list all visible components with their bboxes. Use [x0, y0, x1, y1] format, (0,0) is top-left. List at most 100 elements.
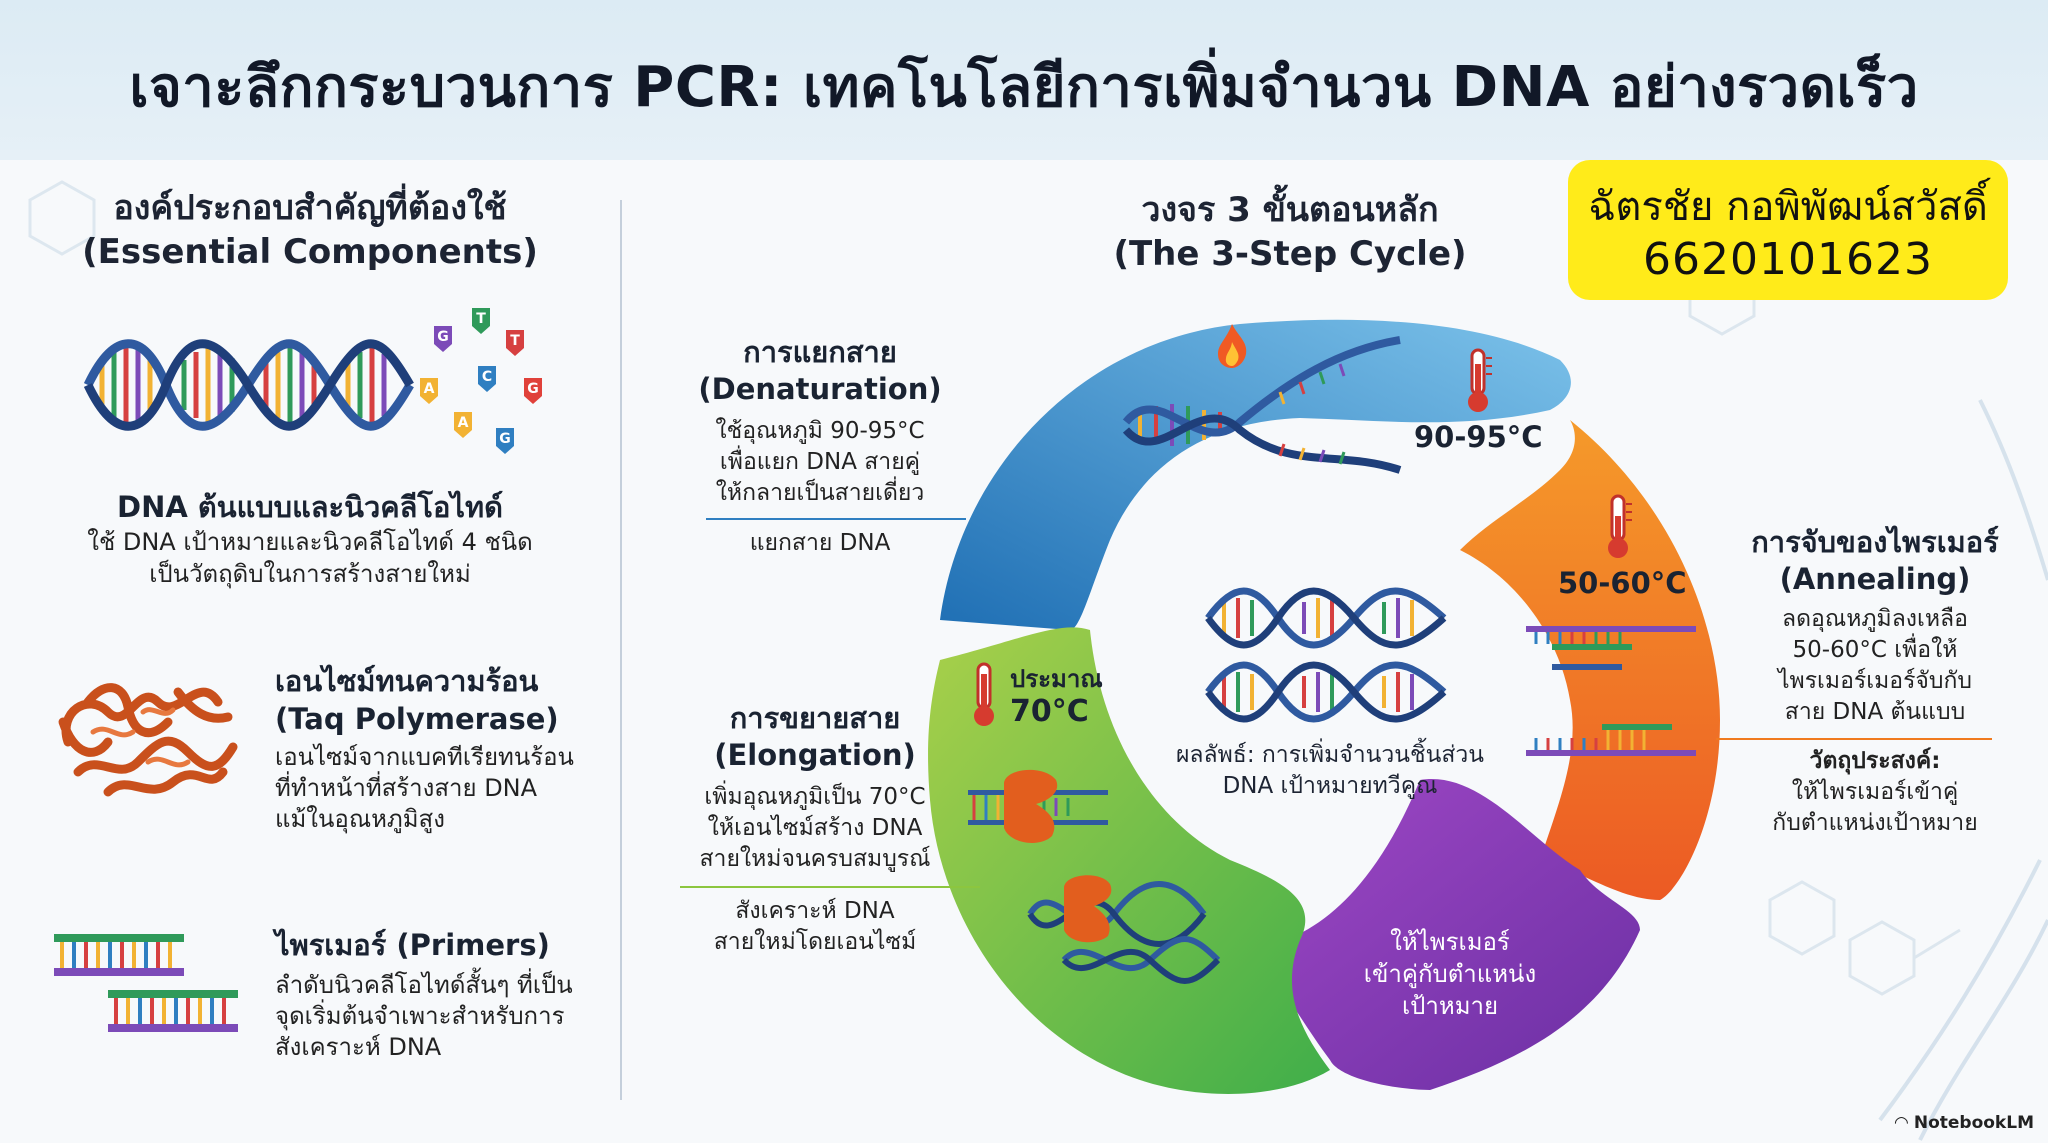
note-line: สังเคราะห์ DNA — [735, 898, 895, 924]
page-title: เจาะลึกกระบวนการ PCR: เทคโนโลยีการเพิ่มจ… — [129, 55, 1919, 120]
annealing-segment — [1460, 420, 1720, 900]
denaturation-desc: ใช้อุณหภูมิ 90-95°C เพื่อแยก DNA สายคู่ … — [680, 416, 960, 509]
component-dna-title: DNA ต้นแบบและนิวคลีโอไทด์ — [117, 490, 503, 524]
author-id: 6620101623 — [1643, 234, 1933, 285]
annealing-desc: ลดอุณหภูมิลงเหลือ 50-60°C เพื่อให้ ไพรเม… — [1720, 604, 2030, 728]
primer-binding-icon — [1526, 626, 1696, 756]
component-primers-title: ไพรเมอร์ (Primers) — [275, 928, 550, 962]
denaturation-title-th: การแยกสาย — [743, 335, 897, 369]
denaturation-rule — [706, 518, 966, 520]
watermark-text: NotebookLM — [1913, 1113, 2034, 1133]
taq-title-en: (Taq Polymerase) — [275, 702, 559, 736]
component-primers-desc: ลำดับนิวคลีโอไทด์สั้นๆ ที่เป็น จุดเริ่มต… — [275, 970, 605, 1063]
purple-text-line: เป้าหมาย — [1401, 992, 1499, 1020]
thermometer-icon-annealing — [1608, 494, 1632, 558]
components-heading-en: (Essential Components) — [82, 232, 538, 272]
author-name: ฉัตรชัย กอพิพัฒน์สวัสดิ์ — [1588, 184, 1988, 230]
desc-line: จุดเริ่มต้นจำเพาะสำหรับการ — [275, 1002, 565, 1030]
desc-line: ลดอุณหภูมิลงเหลือ — [1782, 606, 1968, 632]
annealing-temp: 50-60°C — [1558, 566, 1687, 600]
desc-line: ที่ทำหน้าที่สร้างสาย DNA — [275, 774, 538, 802]
desc-line: ลำดับนิวคลีโอไทด์สั้นๆ ที่เป็น — [275, 971, 573, 999]
nucleotide-g-icon: G — [434, 326, 452, 352]
dna-helix-illustration — [84, 339, 414, 431]
elongation-temp: 70°C — [1010, 694, 1089, 729]
annealing-title: การจับของไพรเมอร์ (Annealing) — [1720, 524, 2030, 598]
elongation-temp-label: ประมาณ 70°C — [1010, 664, 1103, 730]
elongation-title: การขยายสาย (Elongation) — [670, 700, 960, 774]
annealing-note-title: วัตถุประสงค์: — [1809, 748, 1941, 774]
desc-line: ใช้ DNA เป้าหมายและนิวคลีโอไทด์ 4 ชนิด — [87, 528, 533, 556]
elongation-title-th: การขยายสาย — [729, 701, 901, 735]
desc-line: ไพรเมอร์เมอร์จับกับ — [1777, 668, 1973, 694]
annealing-note: วัตถุประสงค์: ให้ไพรเมอร์เข้าคู่ กับตำแห… — [1720, 746, 2030, 839]
denaturation-segment — [940, 319, 1571, 630]
denaturation-title-en: (Denaturation) — [698, 372, 942, 406]
denaturing-dna-icon — [1122, 336, 1402, 474]
notebooklm-logo-icon: ◠ — [1894, 1113, 1908, 1133]
elongation-title-en: (Elongation) — [714, 738, 916, 772]
component-taq-title: เอนไซม์ทนความร้อน (Taq Polymerase) — [275, 662, 595, 738]
nucleotide-g-icon-3: G — [496, 428, 514, 454]
cycle-heading: วงจร 3 ขั้นตอนหลัก (The 3-Step Cycle) — [1040, 188, 1540, 276]
purple-segment-text: ให้ไพรเมอร์ เข้าคู่กับตำแหน่ง เป้าหมาย — [1340, 926, 1560, 1022]
desc-line: เอนไซม์จากแบคทีเรียทนร้อน — [275, 743, 574, 771]
nucleotide-letter: T — [476, 311, 486, 327]
desc-line: ให้กลายเป็นสายเดี่ยว — [715, 480, 925, 506]
amplified-dna-icon — [1205, 587, 1447, 723]
nucleotide-t-icon: T — [472, 308, 490, 334]
elongation-temp-prefix: ประมาณ — [1010, 665, 1103, 693]
note-line: ให้ไพรเมอร์เข้าคู่ — [1791, 779, 1959, 805]
thermometer-icon-elongation — [974, 662, 994, 726]
taq-polymerase-icon — [58, 683, 238, 797]
elongation-segment — [928, 627, 1330, 1094]
desc-line: ใช้อุณหภูมิ 90-95°C — [715, 418, 925, 444]
background-decoration — [28, 180, 2048, 1141]
component-dna-desc: ใช้ DNA เป้าหมายและนิวคลีโอไทด์ 4 ชนิด เ… — [40, 526, 580, 590]
nucleotide-c-icon: C — [478, 366, 496, 392]
annealing-title-en: (Annealing) — [1779, 562, 1971, 596]
purple-text-line: ให้ไพรเมอร์ — [1390, 928, 1510, 956]
desc-line: เป็นวัตถุดิบในการสร้างสายใหม่ — [149, 560, 471, 588]
desc-line: สังเคราะห์ DNA — [275, 1033, 442, 1061]
notebooklm-watermark: ◠ NotebookLM — [1895, 1113, 2034, 1133]
elongation-note: สังเคราะห์ DNA สายใหม่โดยเอนไซม์ — [670, 896, 960, 958]
nucleotide-letter: A — [424, 381, 435, 397]
nucleotide-letter: T — [510, 333, 520, 349]
primers-icon — [54, 934, 238, 1032]
elongation-rule — [680, 886, 980, 888]
caption-line: ผลลัพธ์: การเพิ่มจำนวนชิ้นส่วน — [1175, 742, 1485, 768]
component-taq-desc: เอนไซม์จากแบคทีเรียทนร้อน ที่ทำหน้าที่สร… — [275, 742, 605, 835]
nucleotide-letter: A — [458, 415, 469, 431]
nucleotide-a-icon: A — [420, 378, 438, 404]
note-line: กับตำแหน่งเป้าหมาย — [1772, 810, 1978, 836]
denaturation-title: การแยกสาย (Denaturation) — [680, 334, 960, 408]
desc-line: สายใหม่จนครบสมบูรณ์ — [699, 846, 931, 872]
purple-segment — [1250, 779, 1640, 1090]
column-divider — [620, 200, 622, 1100]
nucleotide-g-icon-2: G — [524, 378, 542, 404]
author-badge — [1568, 160, 2008, 300]
cycle-heading-th: วงจร 3 ขั้นตอนหลัก — [1141, 190, 1439, 230]
elongation-desc: เพิ่มอุณหภูมิเป็น 70°C ให้เอนไซม์สร้าง D… — [670, 782, 960, 875]
header-banner — [0, 0, 2048, 160]
caption-line: DNA เป้าหมายทวีคูณ — [1222, 773, 1438, 799]
taq-title-th: เอนไซม์ทนความร้อน — [275, 664, 539, 698]
nucleotide-letter: G — [437, 329, 449, 345]
components-heading-th: องค์ประกอบสำคัญที่ต้องใช้ — [113, 188, 507, 228]
thermometer-icon-denaturation — [1468, 348, 1492, 412]
note-line: สายใหม่โดยเอนไซม์ — [713, 929, 917, 955]
desc-line: ให้เอนไซม์สร้าง DNA — [707, 815, 923, 841]
desc-line: เพื่อแยก DNA สายคู่ — [719, 449, 921, 475]
desc-line: สาย DNA ต้นแบบ — [1784, 699, 1966, 725]
purple-text-line: เข้าคู่กับตำแหน่ง — [1363, 960, 1537, 988]
polymerase-extension-icon — [968, 769, 1221, 984]
flame-icon — [1218, 324, 1247, 368]
nucleotide-letter: G — [499, 431, 511, 447]
desc-line: แม้ในอุณหภูมิสูง — [275, 805, 445, 833]
nucleotide-icons: G T T A C G A G — [420, 308, 542, 454]
nucleotide-letter: C — [482, 369, 492, 385]
nucleotide-letter: G — [527, 381, 539, 397]
cycle-heading-en: (The 3-Step Cycle) — [1113, 234, 1467, 274]
nucleotide-t-icon-2: T — [506, 330, 524, 356]
